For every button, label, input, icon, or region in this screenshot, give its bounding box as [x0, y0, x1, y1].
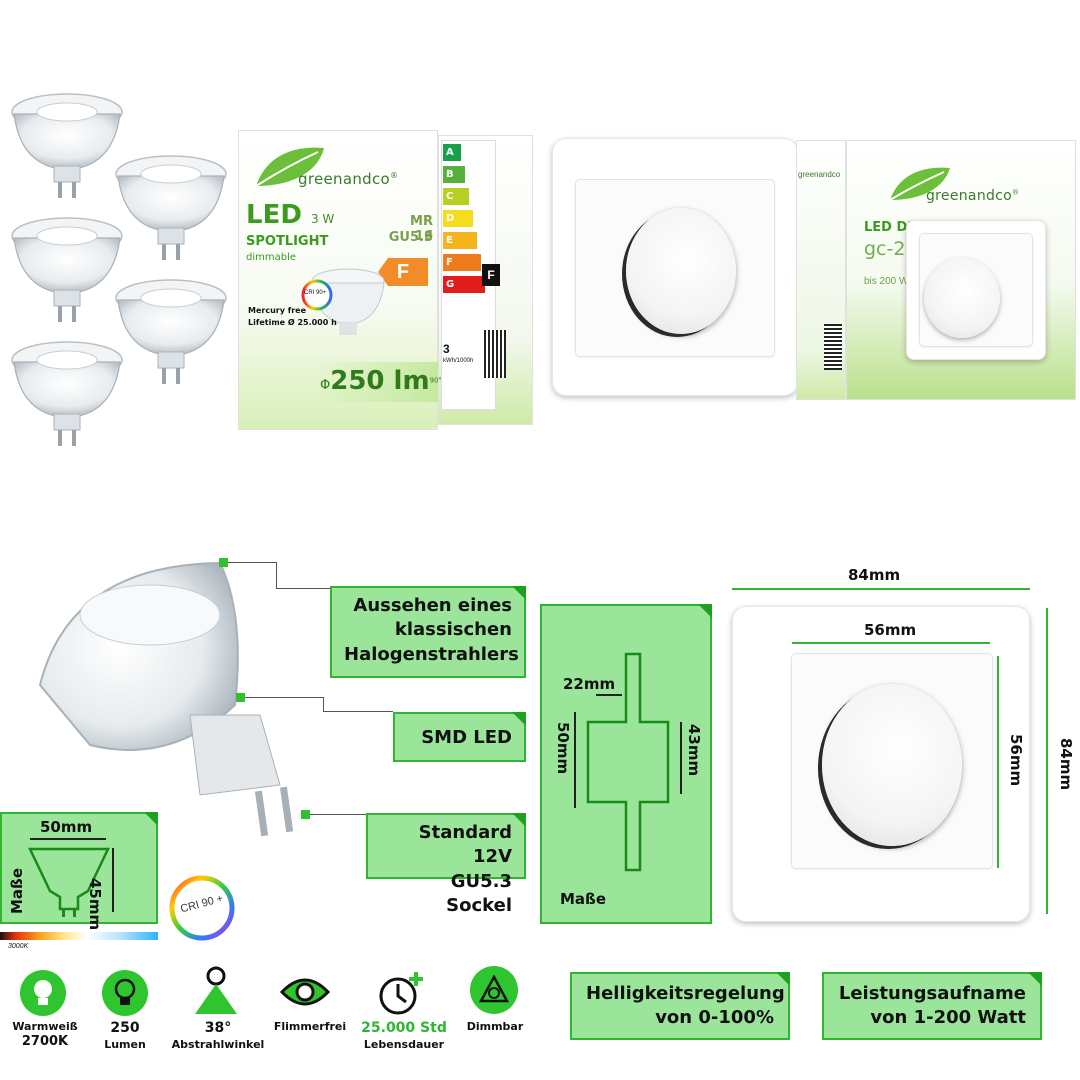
dimmer-box-knob	[924, 258, 1000, 338]
lumen-value: Φ250 lm90°	[320, 366, 442, 396]
box-title: LED 3 W	[246, 200, 335, 230]
bulb-closeup-image	[38, 561, 294, 837]
callout-dot-smd	[236, 693, 245, 702]
energy-class-c: C	[443, 188, 469, 205]
mercury-free-text: Mercury free	[248, 306, 306, 315]
dimmer-photo-top	[552, 138, 798, 396]
dimmer-dimensions-label: Maße	[560, 890, 607, 908]
eye-icon	[279, 972, 331, 1012]
dimmer-front-knob	[822, 684, 962, 846]
box-subtitle: SPOTLIGHT	[246, 234, 329, 249]
dimmer-product-box: greenandco greenandco® LED DIMMER gc-200…	[796, 140, 1076, 400]
leaf-logo-icon	[889, 167, 950, 201]
energy-class-side-marker: F	[482, 264, 500, 286]
dimmable-icon	[470, 966, 518, 1014]
dimmer-inner-height-label-front: 56mm	[1007, 734, 1025, 787]
feature-flicker-free: Flimmerfrei	[273, 1020, 347, 1033]
dimmer-inner-width-label: 56mm	[864, 621, 917, 639]
cri-ring-icon	[301, 279, 333, 311]
energy-class-g: G	[443, 276, 485, 293]
lumen-bulb-icon	[102, 970, 148, 1016]
leaf-logo-icon	[255, 147, 324, 187]
feature-lumen: 250 Lumen	[104, 1020, 146, 1051]
dimmer-outer-height-label: 50mm	[554, 722, 572, 775]
energy-class-f: F	[443, 254, 481, 271]
callout-brightness: Helligkeitsregelung von 0-100%	[570, 972, 790, 1040]
callout-dot-socket	[301, 810, 310, 819]
side-brand: greenandco	[798, 170, 841, 179]
clock-plus-icon	[376, 970, 426, 1018]
dimmer-knob	[626, 208, 736, 334]
dimmer-photo-front	[732, 606, 1030, 922]
energy-kwh-value: 3	[443, 342, 450, 356]
feature-warm-white: Warmweiß 2700K	[12, 1020, 78, 1049]
dimmer-side-outline-icon	[586, 652, 670, 872]
dimmer-frame-width-label: 84mm	[848, 566, 901, 584]
energy-class-e: E	[443, 232, 477, 249]
dimmer-box-max-power: bis 200 W	[864, 276, 909, 287]
color-temp-scale	[0, 932, 158, 940]
callout-smd-led: SMD LED	[393, 712, 526, 762]
qr-code	[484, 330, 506, 378]
cri-badge-icon	[169, 875, 235, 941]
qr-code	[824, 324, 842, 370]
callout-socket: Standard 12V GU5.3 Sockel	[366, 813, 526, 916]
bulb-outline-icon	[28, 847, 110, 917]
feature-beam-angle: 38° Abstrahlwinkel	[171, 1020, 265, 1051]
box-socket-line1: MR 16	[410, 214, 433, 244]
dimmer-frame-height-label: 84mm	[1057, 738, 1075, 791]
energy-class-a: A	[443, 144, 461, 161]
energy-class-b: B	[443, 166, 465, 183]
color-temp-scale-label: 3000K	[8, 943, 29, 950]
callout-appearance: Aussehen eines klassischen Halogenstrahl…	[330, 586, 526, 678]
dimmer-depth-label: 22mm	[563, 675, 616, 693]
box-brand: greenandco®	[298, 170, 399, 188]
warm-white-bulb-icon	[20, 970, 66, 1016]
box-socket-line2: GU5.3	[388, 230, 433, 245]
callout-power: Leistungsaufname von 1-200 Watt	[822, 972, 1042, 1040]
bulb-width-label: 50mm	[40, 818, 93, 836]
energy-class-d: D	[443, 210, 473, 227]
bulb-dimensions-label: Maße	[8, 867, 26, 914]
box-dimmable: dimmable	[246, 252, 297, 263]
led-product-box: greenandco® LED 3 W SPOTLIGHT dimmable M…	[238, 130, 538, 430]
cri-ring-label: CRI 90+	[304, 290, 327, 296]
energy-kwh-unit: kWh/1000h	[443, 358, 474, 364]
callout-dot-appearance	[219, 558, 228, 567]
beam-angle-icon	[193, 966, 239, 1016]
feature-dimmable: Dimmbar	[466, 1020, 524, 1033]
lifetime-text: Lifetime Ø 25.000 h	[248, 318, 337, 327]
feature-lifetime: 25.000 Std Lebensdauer	[361, 1020, 447, 1051]
dimmer-box-brand: greenandco®	[926, 188, 1020, 204]
bulb-group-image	[11, 93, 227, 447]
bulb-height-label: 45mm	[86, 878, 104, 931]
energy-class-badge: F	[378, 258, 428, 286]
dimmer-inner-height-label: 43mm	[685, 724, 703, 777]
